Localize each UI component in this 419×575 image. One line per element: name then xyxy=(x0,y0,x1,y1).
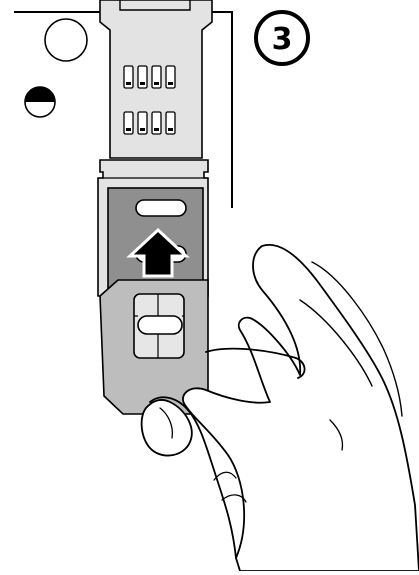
half-filled-indicator-icon xyxy=(24,86,56,118)
arrow-up-icon xyxy=(126,227,190,278)
step-number-badge: 3 xyxy=(254,10,310,66)
hand-illustration xyxy=(140,243,419,572)
round-button-icon xyxy=(44,18,88,62)
step-number: 3 xyxy=(272,22,293,57)
contact-pins xyxy=(123,65,176,135)
tray-slot-upper xyxy=(135,199,187,217)
sim-card xyxy=(99,279,209,415)
sim-tray xyxy=(97,159,209,297)
device-outline xyxy=(14,11,233,208)
